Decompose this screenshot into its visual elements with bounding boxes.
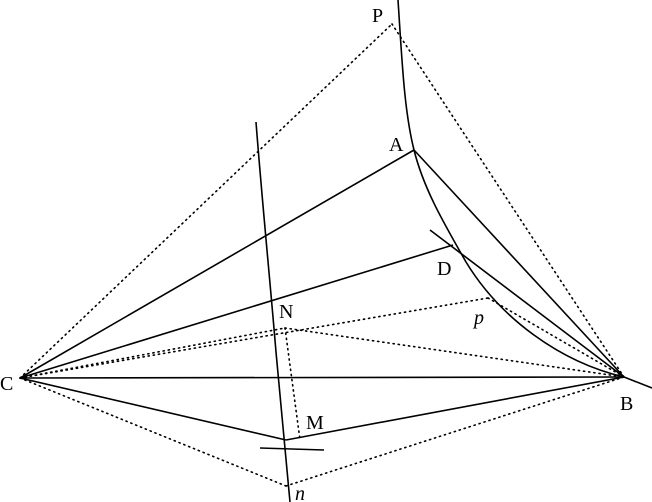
label-B: B bbox=[620, 393, 633, 415]
segment-AB bbox=[413, 149, 625, 378]
label-C: C bbox=[0, 373, 13, 395]
point-labels: P A D N p C B M n bbox=[0, 5, 633, 502]
segment-B-extension bbox=[623, 376, 652, 389]
dotted-PB bbox=[391, 23, 625, 378]
label-M: M bbox=[306, 412, 324, 434]
dotted-NB bbox=[284, 327, 625, 378]
segment-CB bbox=[19, 376, 625, 379]
segment-DB-extended bbox=[429, 229, 625, 378]
curve-through-P-A-D-B bbox=[397, 0, 625, 378]
label-p: p bbox=[472, 307, 484, 329]
dotted-Cp bbox=[19, 297, 489, 379]
curves bbox=[255, 0, 625, 502]
dotted-N-to-n bbox=[284, 327, 301, 441]
segment-CA bbox=[19, 149, 415, 379]
curve-through-N-M-n bbox=[255, 121, 291, 502]
label-N: N bbox=[279, 301, 293, 323]
tick-at-M bbox=[259, 447, 325, 451]
dotted-CN-ext bbox=[19, 327, 286, 379]
segment-CD bbox=[19, 244, 454, 379]
label-n: n bbox=[295, 483, 305, 502]
dotted-nB bbox=[285, 376, 625, 487]
dotted-CP bbox=[19, 23, 393, 379]
dotted-pB bbox=[487, 297, 625, 378]
solid-lines bbox=[19, 149, 652, 451]
dotted-lines bbox=[19, 23, 625, 487]
segment-CM bbox=[19, 377, 287, 441]
label-A: A bbox=[389, 134, 404, 156]
segment-MB bbox=[285, 376, 625, 441]
dotted-Cn bbox=[19, 377, 287, 487]
label-D: D bbox=[437, 258, 451, 280]
label-P: P bbox=[372, 5, 383, 27]
